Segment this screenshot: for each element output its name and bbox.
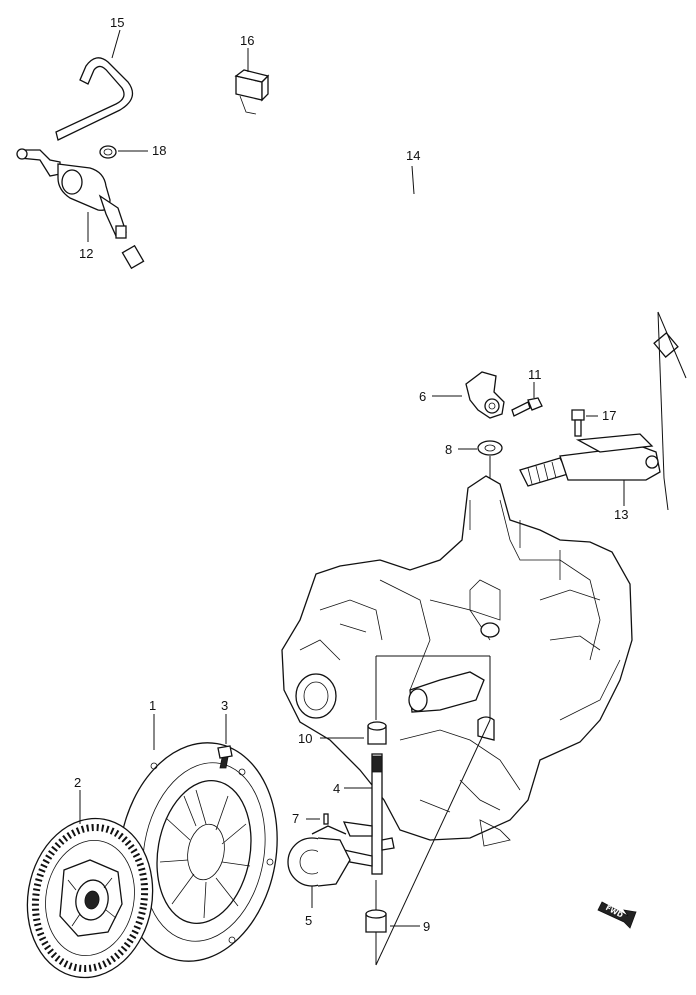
transmission-housing	[281, 475, 633, 847]
callout-12: 12	[79, 246, 93, 261]
part-6-release-lever	[465, 371, 505, 419]
callout-1: 1	[149, 698, 156, 713]
callout-2: 2	[74, 775, 81, 790]
callout-16: 16	[240, 33, 254, 48]
callout-5: 5	[305, 913, 312, 928]
part-3-bolt	[217, 745, 233, 769]
callout-14: 14	[406, 148, 420, 163]
callout-15: 15	[110, 15, 124, 30]
part-13-slave-cylinder	[519, 433, 661, 487]
callout-11: 11	[528, 367, 542, 382]
part-9-bushing	[365, 909, 387, 933]
part-17-bolt	[571, 409, 585, 437]
part-15-reservoir-hose	[55, 57, 134, 141]
callout-7: 7	[292, 811, 299, 826]
callout-10: 10	[298, 731, 312, 746]
part-18-hose-clamp	[99, 145, 117, 159]
callout-6: 6	[419, 389, 426, 404]
callout-8: 8	[445, 442, 452, 457]
part-1-clutch-cover	[118, 742, 278, 962]
part-7-pin	[323, 813, 329, 825]
part-10-bushing	[367, 721, 387, 745]
part-11-bolt	[511, 397, 543, 417]
callout-17: 17	[602, 408, 616, 423]
part-16-pipe-clip	[234, 69, 270, 115]
callout-13: 13	[614, 507, 628, 522]
part-2-clutch-disc	[26, 817, 154, 979]
part-12-master-cylinder	[16, 148, 127, 239]
part-8-washer	[477, 440, 503, 456]
fwd-direction-badge: FWD	[597, 901, 637, 929]
part-5-release-bearing	[287, 825, 351, 887]
callout-18: 18	[152, 143, 166, 158]
callout-9: 9	[423, 919, 430, 934]
part-4-release-shaft	[342, 753, 395, 875]
part-14-clutch-pipe	[121, 112, 679, 358]
callout-4: 4	[333, 781, 340, 796]
callout-3: 3	[221, 698, 228, 713]
